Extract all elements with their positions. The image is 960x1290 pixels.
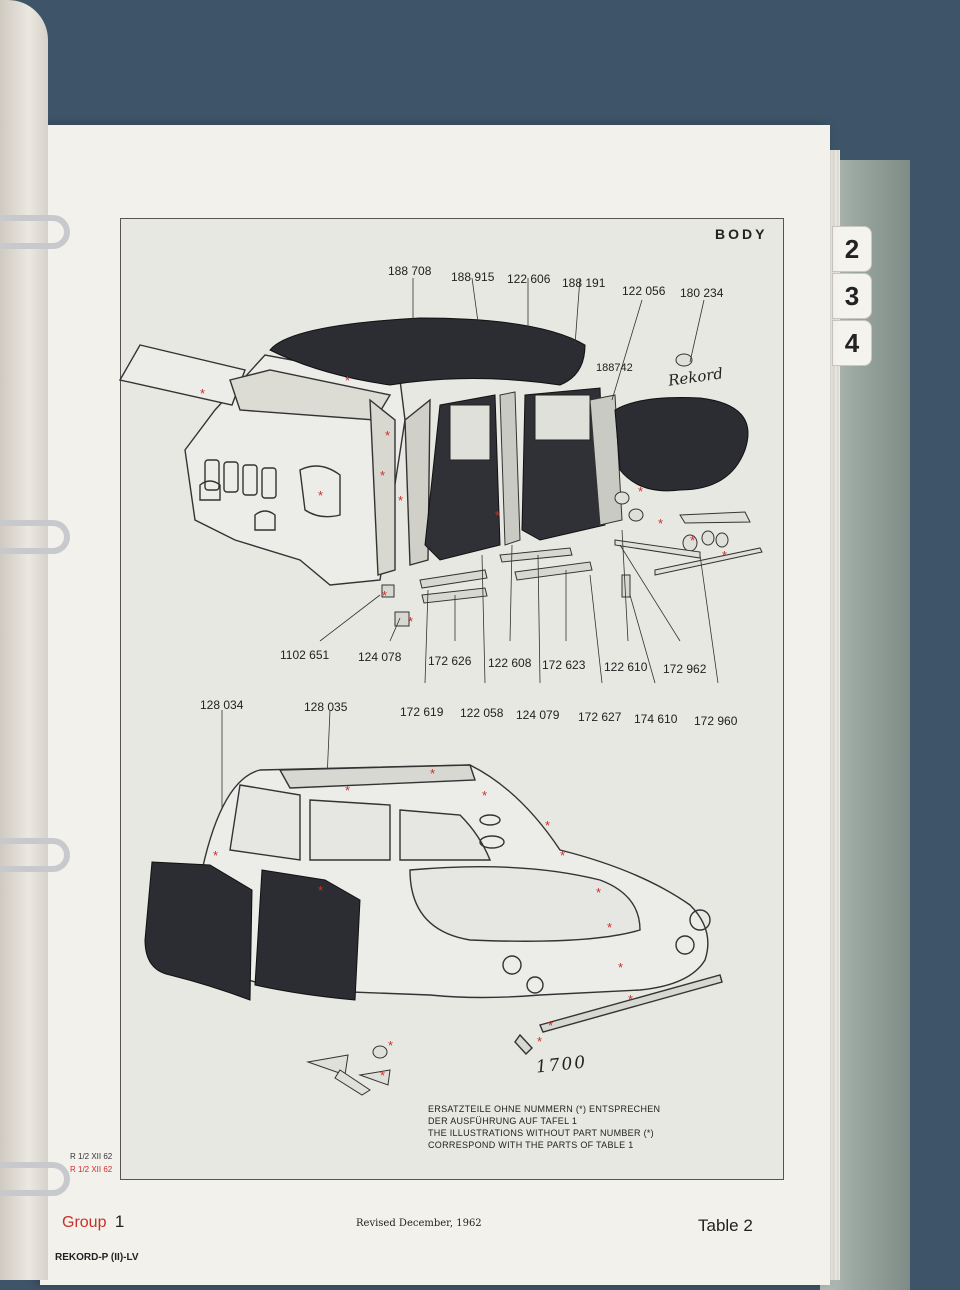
part-number-174610: 174 610 <box>634 712 678 726</box>
note-de-line2: DER AUSFÜHRUNG AUF TAFEL 1 <box>428 1116 578 1126</box>
svg-text:*: * <box>690 533 695 548</box>
part-number-122056: 122 056 <box>622 284 666 298</box>
part-number-172619: 172 619 <box>400 705 444 719</box>
index-tab-3[interactable]: 3 <box>832 273 872 319</box>
part-number-128035: 128 035 <box>304 700 348 714</box>
part-number-172960: 172 960 <box>694 714 738 728</box>
part-number-188191: 188 191 <box>562 276 606 290</box>
part-number-124079: 124 079 <box>516 708 560 722</box>
svg-text:*: * <box>388 1038 393 1053</box>
part-number-122610: 122 610 <box>604 660 648 674</box>
part-number-122608: 122 608 <box>488 656 532 670</box>
part-number-124078: 124 078 <box>358 650 402 664</box>
svg-text:*: * <box>638 484 643 499</box>
svg-text:*: * <box>545 818 550 833</box>
parts-notes: ERSATZTEILE OHNE NUMMERN (*) ENTSPRECHEN… <box>428 1103 660 1151</box>
part-number-122058: 122 058 <box>460 706 504 720</box>
part-number-188742: 188742 <box>596 362 633 374</box>
index-tab-2[interactable]: 2 <box>832 226 872 272</box>
part-number-188708: 188 708 <box>388 264 432 278</box>
binder-ring-1 <box>0 215 70 249</box>
svg-text:*: * <box>560 848 565 863</box>
binder-ring-4 <box>0 1162 70 1196</box>
binder-ring-3 <box>0 838 70 872</box>
part-number-172627: 172 627 <box>578 710 622 724</box>
svg-text:*: * <box>658 516 663 531</box>
svg-text:*: * <box>380 468 385 483</box>
svg-text:*: * <box>537 1034 542 1049</box>
svg-text:*: * <box>482 788 487 803</box>
svg-text:*: * <box>385 428 390 443</box>
svg-text:*: * <box>408 614 413 629</box>
section-title: BODY <box>715 226 768 242</box>
part-number-122606: 122 606 <box>507 272 551 286</box>
part-number-172962: 172 962 <box>663 662 707 676</box>
svg-text:*: * <box>607 920 612 935</box>
revision-mark-red: R 1/2 XII 62 <box>70 1165 113 1174</box>
svg-text:*: * <box>213 848 218 863</box>
svg-text:*: * <box>318 488 323 503</box>
previous-page-edge <box>0 0 48 1280</box>
part-number-188915: 188 915 <box>451 270 495 284</box>
svg-text:*: * <box>345 783 350 798</box>
svg-text:*: * <box>345 373 350 388</box>
svg-text:*: * <box>382 588 387 603</box>
group-number: 1 <box>114 1212 125 1231</box>
svg-text:*: * <box>495 508 500 523</box>
part-number-128034: 128 034 <box>200 698 244 712</box>
revision-mark: R 1/2 XII 62 <box>70 1152 113 1161</box>
svg-text:*: * <box>722 548 727 563</box>
part-number-172626: 172 626 <box>428 654 472 668</box>
svg-text:*: * <box>618 960 623 975</box>
revised-date: Revised December, 1962 <box>356 1218 482 1229</box>
svg-text:*: * <box>548 1018 553 1033</box>
svg-text:*: * <box>318 883 323 898</box>
binder-ring-2 <box>0 520 70 554</box>
table-label: Table 2 <box>698 1216 753 1235</box>
group-label: Group 1 <box>62 1212 125 1231</box>
svg-text:*: * <box>596 885 601 900</box>
part-number-180234: 180 234 <box>680 286 724 300</box>
part-number-172623: 172 623 <box>542 658 586 672</box>
note-de-line1: ERSATZTEILE OHNE NUMMERN (*) ENTSPRECHEN <box>428 1104 661 1114</box>
svg-text:*: * <box>628 992 633 1007</box>
part-number-1102651: 1102 651 <box>280 648 330 662</box>
svg-text:*: * <box>398 493 403 508</box>
note-en-line1: THE ILLUSTRATIONS WITHOUT PART NUMBER (*… <box>428 1128 654 1138</box>
model-label: REKORD-P (II)-LV <box>55 1252 139 1263</box>
index-tab-4[interactable]: 4 <box>832 320 872 366</box>
svg-text:*: * <box>380 1068 385 1083</box>
note-en-line2: CORRESPOND WITH THE PARTS OF TABLE 1 <box>428 1140 634 1150</box>
svg-text:*: * <box>200 386 205 401</box>
svg-text:*: * <box>430 766 435 781</box>
